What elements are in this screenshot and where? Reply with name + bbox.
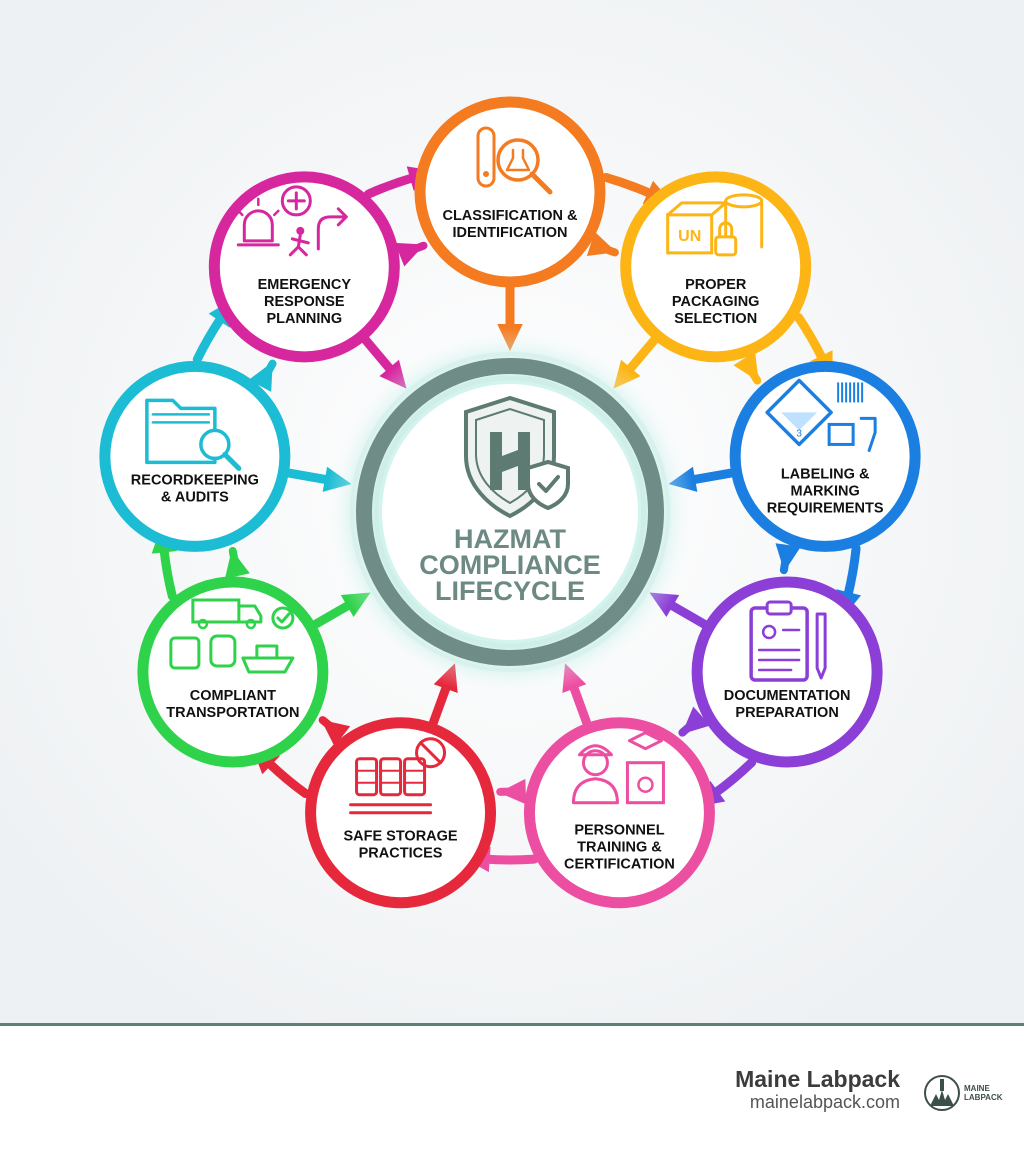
- inner-cycle-arrowhead-classification: [586, 231, 617, 256]
- brand-name: Maine Labpack: [735, 1066, 900, 1092]
- step-label-training-line-1: PERSONNEL: [574, 823, 664, 839]
- brand-url[interactable]: mainelabpack.com: [749, 1092, 900, 1112]
- hub-title-line-3: LIFECYCLE: [435, 576, 585, 606]
- step-label-documentation-line-2: PREPARATION: [735, 705, 838, 721]
- step-label-packaging-line-3: SELECTION: [674, 311, 757, 327]
- step-ring-emergency: [208, 171, 400, 363]
- step-label-classification-line-2: IDENTIFICATION: [453, 225, 568, 241]
- clipboard-pen-icon: [749, 600, 827, 682]
- step-label-recordkeeping-line-1: RECORDKEEPING: [131, 472, 259, 488]
- cycle-arrow-training: [481, 854, 539, 865]
- step-label-labeling-line-3: REQUIREMENTS: [767, 500, 884, 516]
- step-ring-transportation: [137, 576, 329, 768]
- inner-cycle-arrowhead-transportation: [224, 549, 250, 579]
- step-label-emergency-line-3: PLANNING: [266, 311, 342, 327]
- center-hub: HAZMAT COMPLIANCE LIFECYCLE: [325, 327, 695, 697]
- step-label-training-line-2: TRAINING &: [577, 840, 662, 856]
- step-label-documentation-line-1: DOCUMENTATION: [724, 688, 851, 704]
- un-box-drum-lock-icon: UN: [666, 193, 764, 257]
- hub-title-line-2: COMPLIANCE: [419, 550, 601, 580]
- step-node-classification[interactable]: CLASSIFICATION &IDENTIFICATION: [414, 96, 606, 288]
- step-label-transportation-line-1: COMPLIANT: [190, 688, 276, 704]
- hub-inner-ring: [373, 375, 647, 649]
- step-ring-classification: [414, 96, 606, 288]
- arrow-group-transportation: [151, 525, 371, 635]
- shield-h-icon: [464, 395, 570, 519]
- test-tube-magnifier-icon: [476, 126, 553, 195]
- logo-text-line-1: MAINE: [964, 1084, 990, 1093]
- step-ring-documentation: [691, 576, 883, 768]
- inner-cycle-arrowhead-documentation: [681, 706, 711, 735]
- hazard-class-number: 3: [796, 428, 802, 439]
- step-label-packaging-line-1: PROPER: [685, 277, 747, 293]
- inner-cycle-arrowhead-storage: [321, 719, 351, 747]
- step-label-packaging-line-2: PACKAGING: [672, 294, 760, 310]
- step-ring-recordkeeping: [99, 360, 291, 552]
- inner-cycle-arrowhead-recordkeeping: [248, 362, 273, 392]
- lifecycle-diagram: HAZMAT COMPLIANCE LIFECYCLE CLASSIFICATI…: [0, 0, 1024, 1025]
- step-ring-labeling: [729, 360, 921, 552]
- truck-train-ship-icon: [169, 598, 295, 674]
- logo-text-line-2: LABPACK: [964, 1093, 1003, 1102]
- step-label-training-line-3: CERTIFICATION: [564, 857, 675, 873]
- step-label-emergency-line-2: RESPONSE: [264, 294, 345, 310]
- hub-outer-ring: [350, 352, 670, 672]
- step-ring-training: [523, 717, 715, 909]
- hub-band: [356, 358, 664, 666]
- inner-cycle-arrowhead-labeling: [775, 543, 801, 572]
- worker-certificate-icon: [571, 731, 665, 805]
- drums-pallet-icon: [349, 737, 447, 815]
- step-label-storage-line-1: SAFE STORAGE: [343, 829, 457, 845]
- un-marking-text: UN: [678, 228, 701, 245]
- footer-divider: [0, 1023, 1024, 1026]
- hub-title-line-1: HAZMAT: [454, 524, 566, 554]
- tree-icon: [930, 1090, 954, 1106]
- lighthouse-icon: [940, 1079, 944, 1091]
- maine-labpack-logo: MAINE LABPACK: [924, 1075, 1003, 1111]
- step-label-classification-line-1: CLASSIFICATION &: [442, 208, 578, 224]
- folder-magnifier-icon: [145, 398, 242, 471]
- step-label-transportation-line-2: TRANSPORTATION: [166, 705, 299, 721]
- step-label-labeling-line-1: LABELING &: [781, 466, 870, 482]
- siren-medical-exit-icon: [236, 185, 348, 257]
- inner-cycle-arrowhead-packaging: [733, 351, 759, 382]
- nodes-layer: CLASSIFICATION &IDENTIFICATION UN PROPERPA…: [99, 96, 921, 909]
- inner-cycle-arrowhead-training: [498, 778, 527, 805]
- step-label-labeling-line-2: MARKING: [790, 483, 859, 499]
- hazard-label-barcode-scanner-icon: 3: [765, 378, 877, 452]
- step-label-storage-line-2: PRACTICES: [359, 846, 443, 862]
- step-label-emergency-line-1: EMERGENCY: [258, 277, 352, 293]
- inner-cycle-arrowhead-emergency: [394, 242, 425, 267]
- step-node-recordkeeping[interactable]: RECORDKEEPING& AUDITS: [99, 360, 291, 552]
- step-label-recordkeeping-line-2: & AUDITS: [161, 489, 229, 505]
